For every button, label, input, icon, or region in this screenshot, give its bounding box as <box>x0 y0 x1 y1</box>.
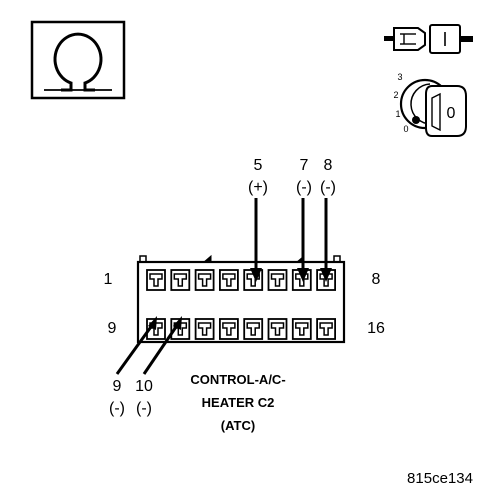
cavity-pin-2 <box>170 269 191 291</box>
pin-8-label: 8 <box>372 271 381 288</box>
cavity-pin-7 <box>291 269 312 291</box>
cavity-pin-4 <box>218 269 239 291</box>
pin-9-label: 9 <box>108 320 117 337</box>
disconnected-connector-icon <box>384 24 473 54</box>
connector-title-line-1: CONTROL-A/C- <box>190 372 285 387</box>
key-position-marker <box>412 116 420 124</box>
cavity-pin-3 <box>194 269 215 291</box>
probe-pin-5-number: 5 <box>254 157 263 174</box>
cavity-pin-13 <box>243 318 264 340</box>
probe-pin-10: 10 (-) <box>135 316 182 417</box>
pin-16-label: 16 <box>367 320 385 337</box>
probe-pin-9: 9 (-) <box>109 316 157 417</box>
ignition-position-2: 2 <box>393 90 398 100</box>
figure-id: 815ce134 <box>407 470 473 487</box>
probe-pin-9-number: 9 <box>113 378 122 395</box>
ohm-symbol-icon <box>44 32 112 92</box>
probe-pin-5-polarity: (+) <box>248 179 268 196</box>
probe-pin-5: 5 (+) <box>248 157 268 282</box>
cavity-pin-1 <box>146 269 166 291</box>
probe-pin-7-polarity: (-) <box>296 179 312 196</box>
probe-pin-10-polarity: (-) <box>136 400 152 417</box>
ignition-key-icon: 0 3 2 1 0 <box>393 72 467 137</box>
probe-pin-8-number: 8 <box>324 157 333 174</box>
ignition-position-3: 3 <box>397 72 402 82</box>
ignition-position-0: 0 <box>403 124 408 134</box>
cavity-pin-12 <box>218 318 239 340</box>
probe-pin-8-polarity: (-) <box>320 179 336 196</box>
cavity-pin-11 <box>194 318 215 340</box>
connector-title-line-2: HEATER C2 <box>202 395 275 410</box>
connector-title-line-3: (ATC) <box>221 418 255 433</box>
pin-1-label: 1 <box>104 271 113 288</box>
connector-cavities <box>146 269 337 340</box>
probe-pin-7: 7 (-) <box>296 157 312 282</box>
probe-pin-9-polarity: (-) <box>109 400 125 417</box>
connector-c2 <box>136 254 346 344</box>
ignition-position-1: 1 <box>395 109 400 119</box>
cavity-pin-16 <box>316 318 337 340</box>
probe-pin-7-number: 7 <box>300 157 309 174</box>
probe-pin-10-number: 10 <box>135 378 153 395</box>
key-position-label: 0 <box>447 105 456 122</box>
cavity-pin-15 <box>291 318 312 340</box>
cavity-pin-14 <box>267 318 288 340</box>
ohmmeter-box <box>30 20 126 100</box>
cavity-pin-6 <box>267 269 288 291</box>
probe-pin-8: 8 (-) <box>320 157 336 282</box>
